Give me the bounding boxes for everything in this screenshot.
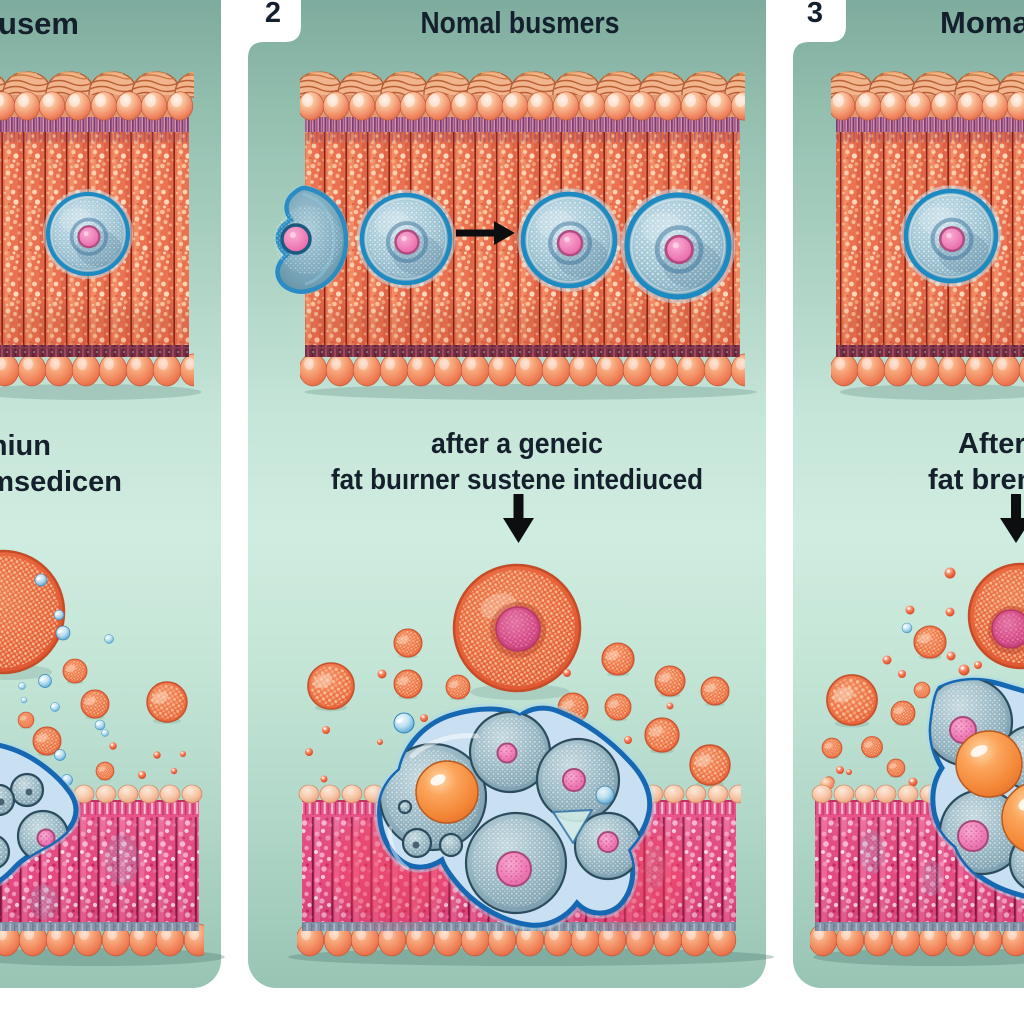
svg-text:fat buırner sustene intediuced: fat buırner sustene intediuced	[331, 464, 703, 496]
svg-text:umsedicen: umsedicen	[0, 466, 122, 498]
svg-text:3: 3	[807, 0, 823, 29]
svg-text:fat brendi: fat brendi	[928, 464, 1024, 496]
svg-text:Momal bu: Momal bu	[940, 5, 1024, 40]
svg-text:After a: After a	[958, 428, 1024, 460]
svg-text:Nomal busmers: Nomal busmers	[421, 5, 620, 40]
svg-text:after a geneic: after a geneic	[431, 428, 603, 460]
svg-text:2: 2	[265, 0, 281, 29]
svg-text:cusem: cusem	[0, 6, 79, 41]
svg-text:miun: miun	[0, 430, 51, 462]
